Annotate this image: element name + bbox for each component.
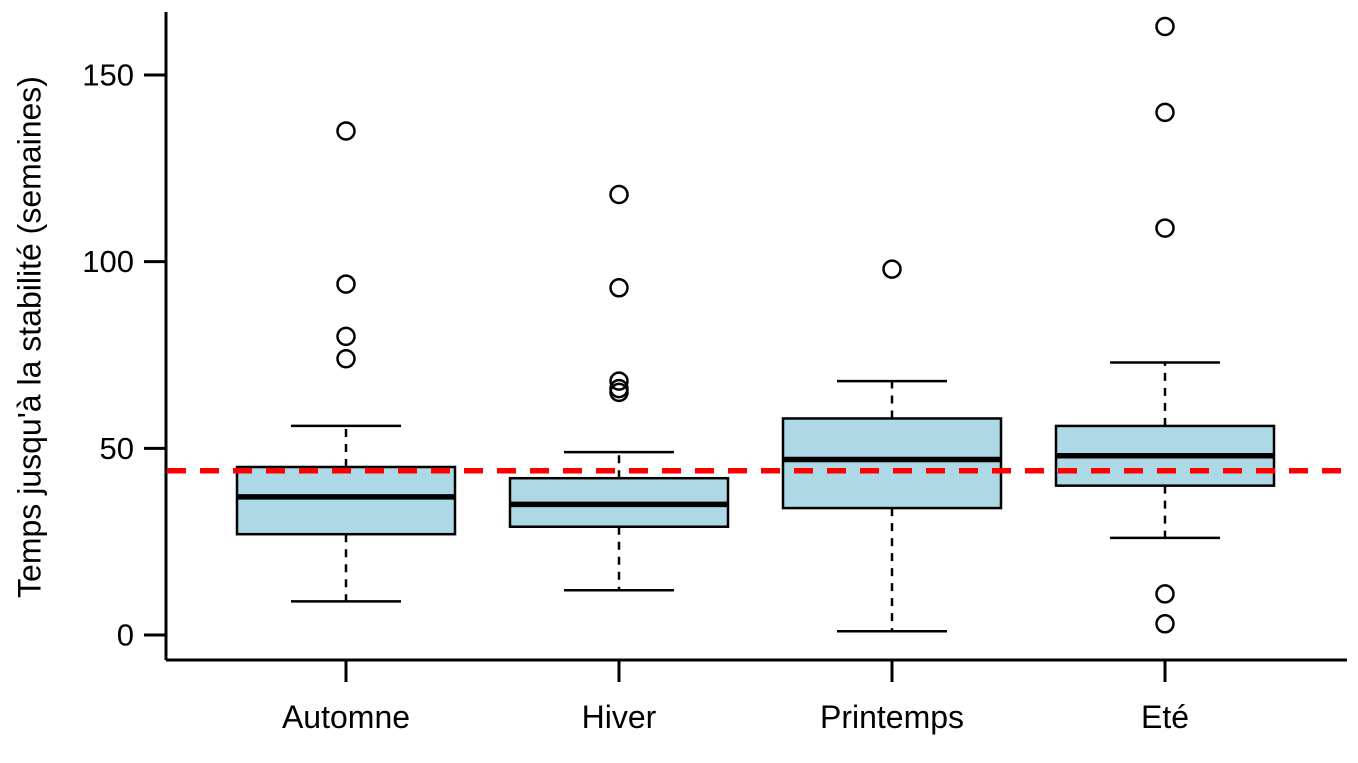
outlier-point	[1155, 16, 1175, 37]
outlier-point	[336, 326, 356, 347]
y-axis-title: Temps jusqu'à la stabilité (semaines)	[11, 76, 48, 598]
outlier-point	[882, 259, 902, 279]
y-tick-label: 100	[82, 244, 134, 279]
outlier-point	[336, 121, 356, 141]
x-category-label: Hiver	[582, 699, 657, 735]
iqr-box	[781, 417, 1003, 510]
iqr-box	[235, 465, 457, 536]
outlier-point	[609, 371, 629, 391]
x-category-label: Automne	[282, 699, 410, 735]
x-category-label: Eté	[1141, 699, 1189, 735]
y-tick-label: 0	[117, 618, 134, 653]
outlier-point	[1155, 584, 1175, 604]
outlier-point	[336, 348, 356, 369]
outlier-point	[336, 274, 356, 294]
outlier-point	[609, 184, 629, 205]
outlier-point	[1155, 102, 1175, 123]
outlier-point	[1155, 614, 1175, 634]
outlier-point	[609, 378, 629, 399]
outlier-point	[1155, 218, 1175, 238]
outlier-point	[609, 278, 629, 298]
x-category-label: Printemps	[820, 699, 964, 735]
y-tick-label: 50	[100, 431, 134, 466]
y-tick-label: 150	[82, 58, 134, 93]
